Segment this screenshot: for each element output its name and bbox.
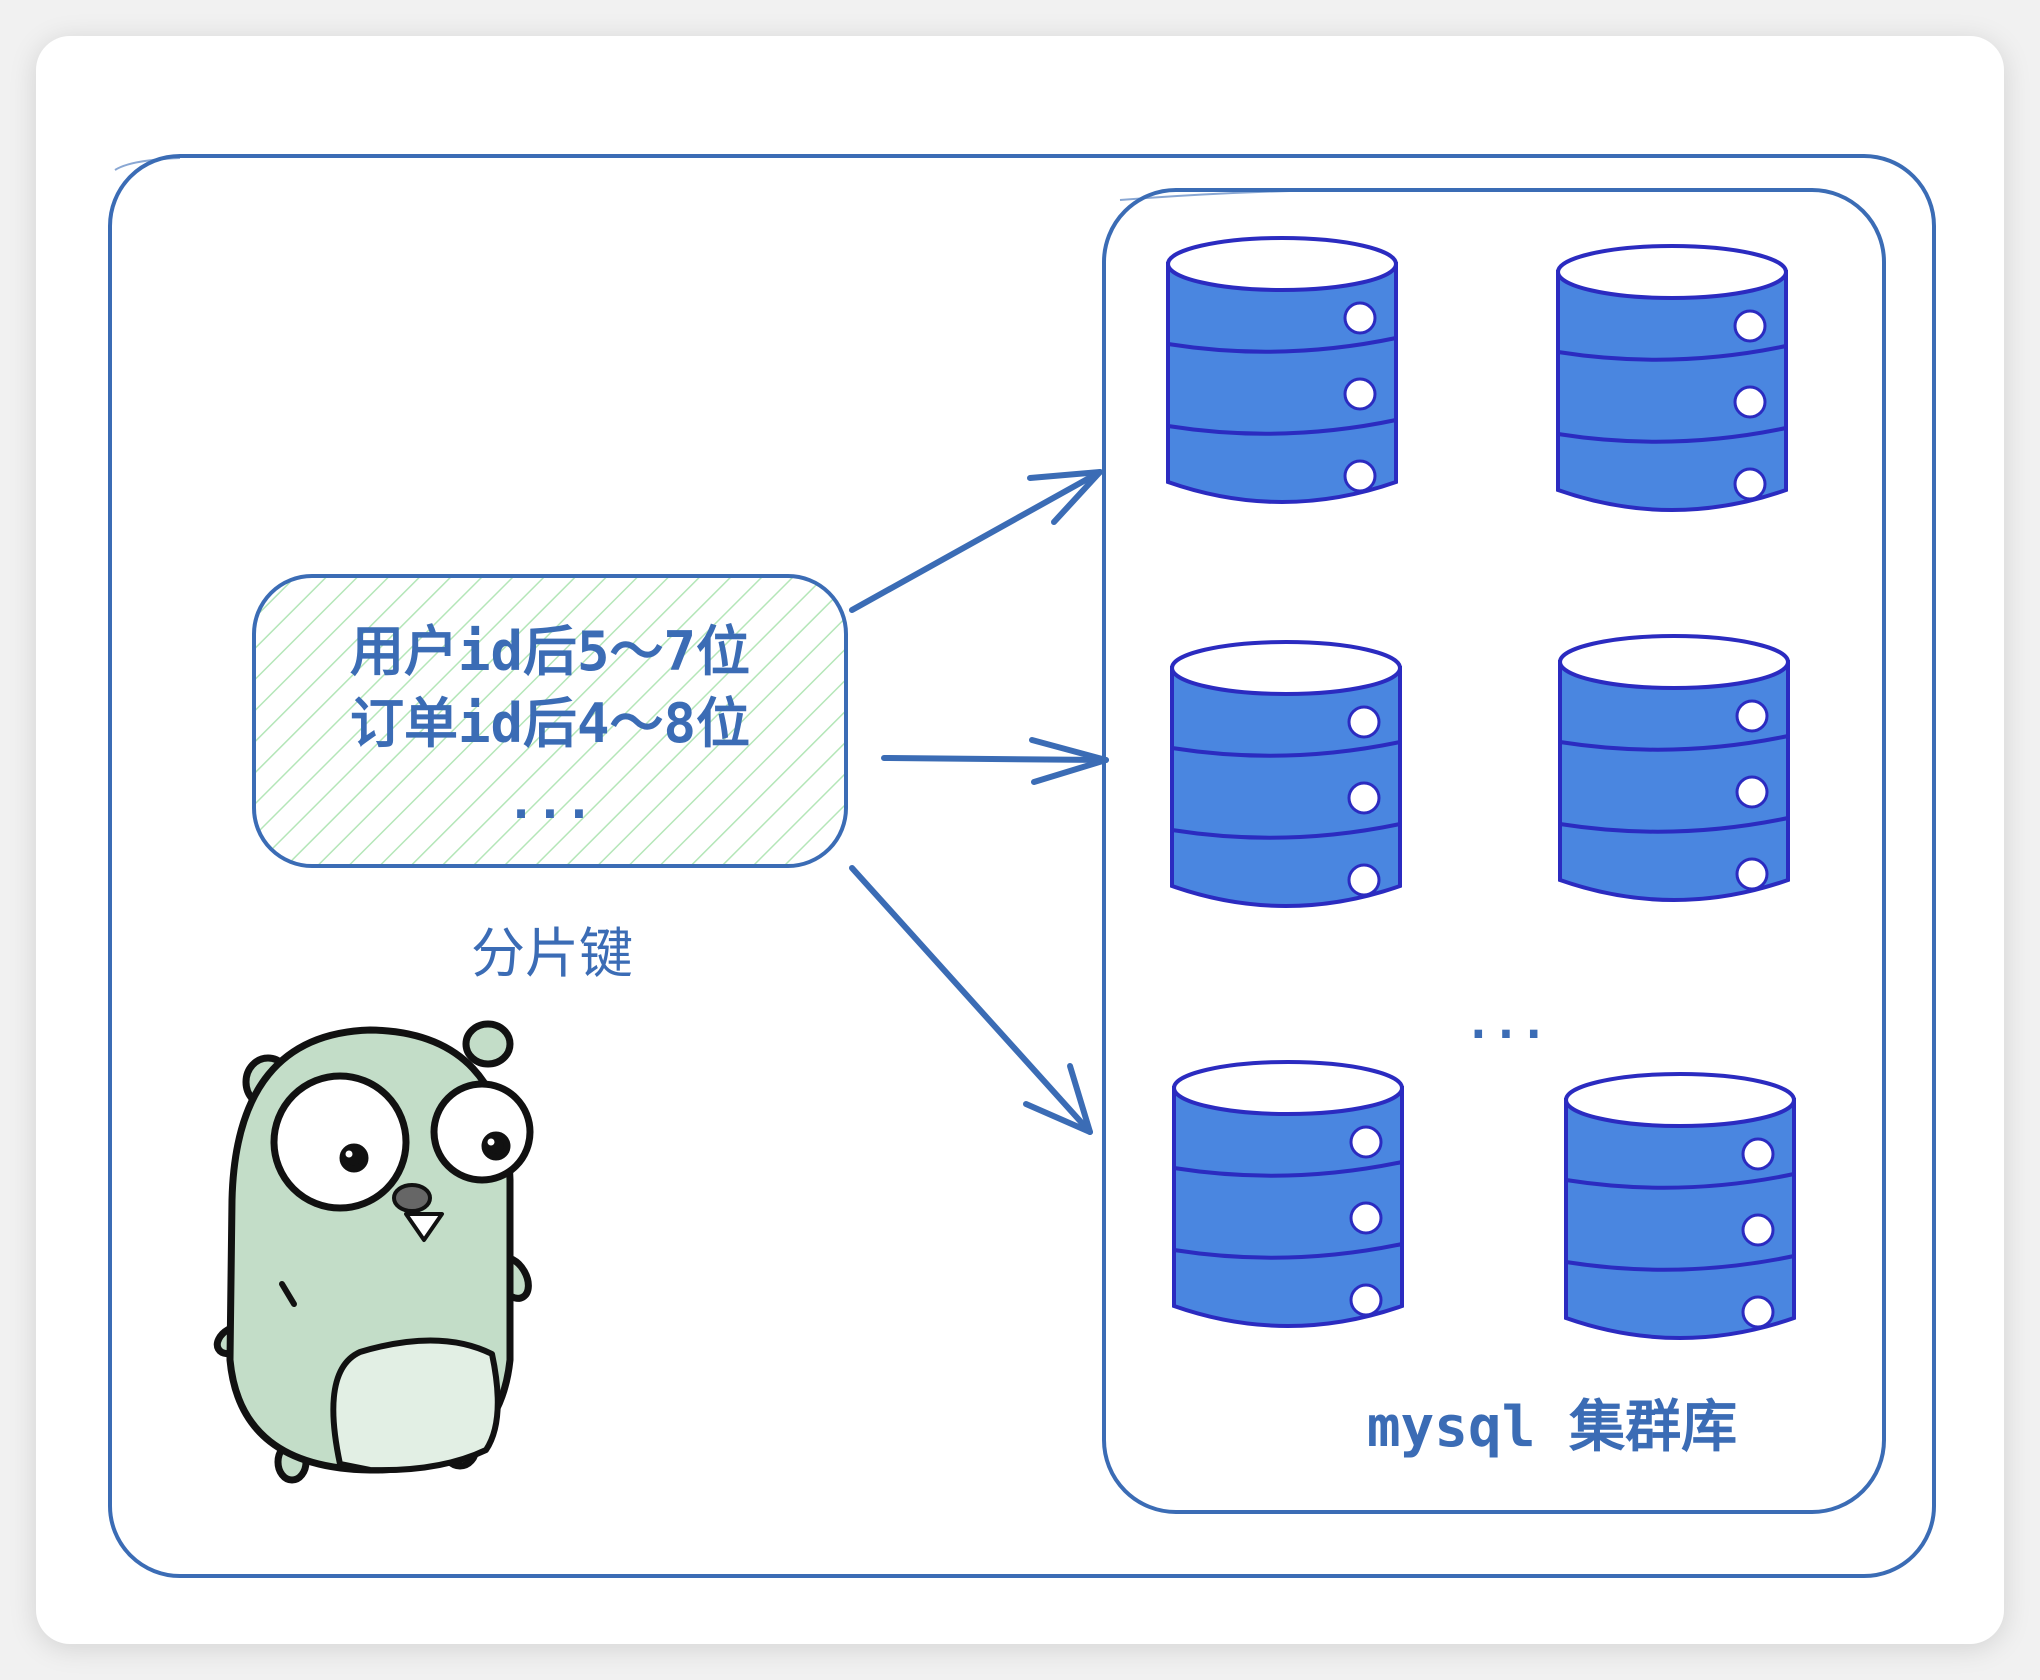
database-icon: [1172, 1060, 1404, 1328]
cluster-label: mysql 集群库: [1367, 1395, 1737, 1460]
shard-key-box: 用户id后5～7位 订单id后4～8位 ...: [252, 574, 848, 868]
arrows: [849, 469, 1109, 1135]
arrow-icon: [849, 469, 1103, 613]
cluster-frame: [1102, 188, 1886, 1514]
shard-key-line-2: 订单id后4～8位: [350, 692, 750, 755]
database-icon: [1564, 1072, 1796, 1340]
shard-key-line-3: ...: [507, 774, 594, 830]
database-icon: [1166, 236, 1398, 504]
arrow-icon: [881, 737, 1109, 785]
shard-key-label: 分片键: [471, 922, 633, 985]
database-icon: [1556, 244, 1788, 512]
gopher-mascot: [213, 1020, 534, 1484]
cluster-ellipsis: ...: [1464, 995, 1547, 1049]
shard-key-line-1: 用户id后5～7位: [350, 620, 750, 683]
arrow-icon: [849, 865, 1093, 1135]
database-icon: [1170, 640, 1402, 908]
database-icon: [1558, 634, 1790, 902]
outer-frame: [108, 154, 1936, 1578]
database-grid: [1166, 236, 1796, 1340]
